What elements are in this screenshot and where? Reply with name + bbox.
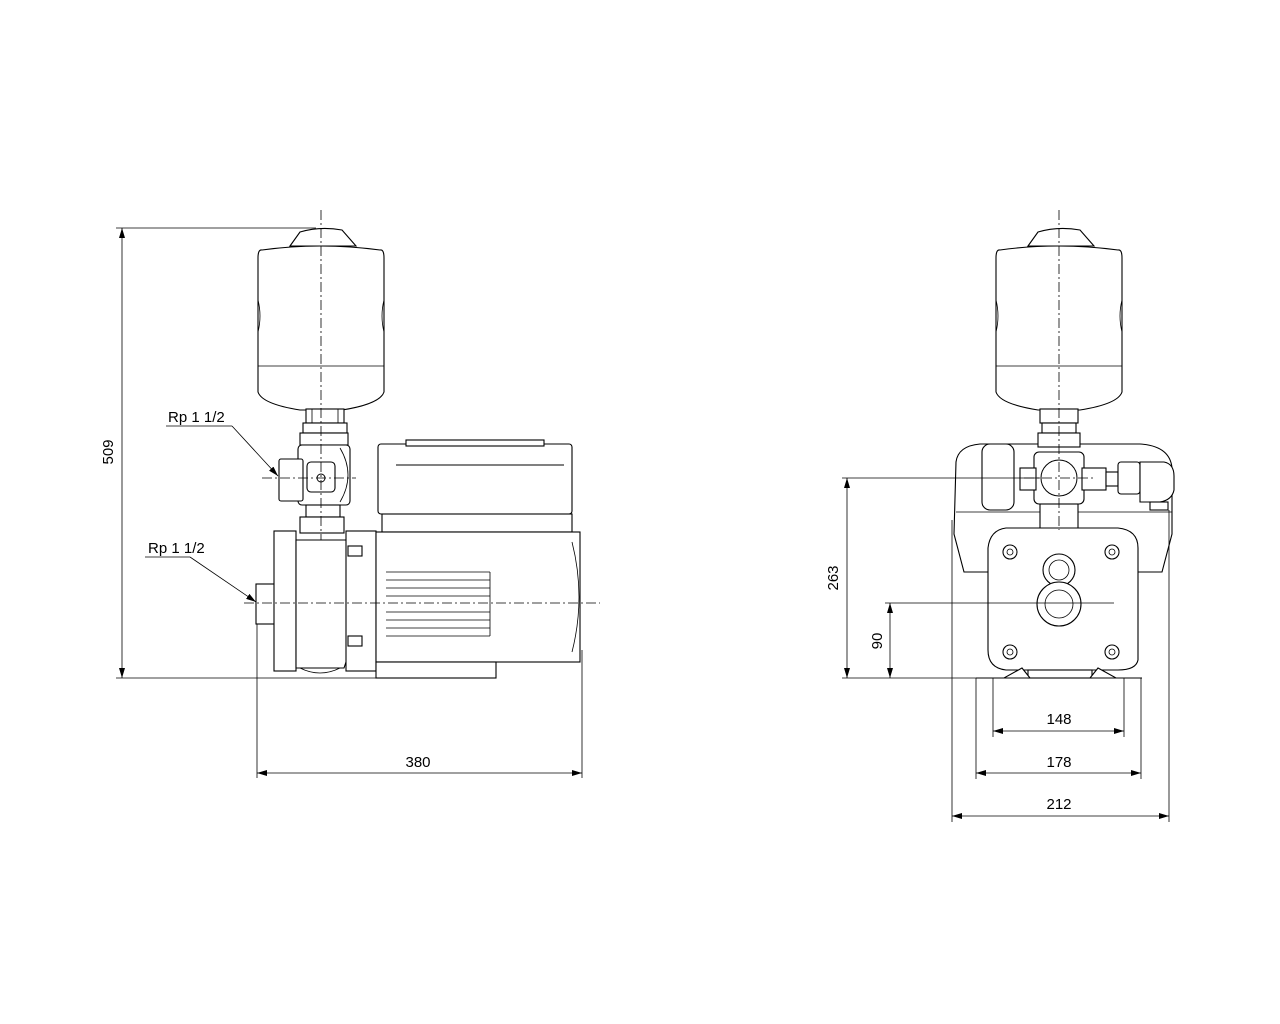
fitting-assembly-side — [278, 422, 351, 534]
dimension-total-length: 380 — [256, 624, 583, 778]
dimension-label-178: 178 — [1046, 754, 1071, 771]
dimension-label-212: 212 — [1046, 796, 1071, 813]
dimension-inlet-height: 90 — [869, 602, 1114, 678]
motor-side — [375, 439, 581, 679]
dimension-total-height: 509 — [100, 227, 376, 679]
dimension-label-380: 380 — [405, 754, 430, 771]
pump-housing-side — [255, 530, 377, 674]
callout-lower-thread: Rp 1 1/2 — [145, 540, 257, 603]
cooling-fins — [386, 571, 491, 637]
front-view: 263 90 148 178 212 — [825, 210, 1175, 822]
dimension-label-509: 509 — [100, 439, 117, 464]
pressure-tank-front — [995, 227, 1123, 424]
callout-upper-thread: Rp 1 1/2 — [166, 409, 279, 477]
upper-thread-label: Rp 1 1/2 — [168, 409, 225, 426]
lower-thread-label: Rp 1 1/2 — [148, 540, 205, 557]
base-frame-front — [976, 667, 1142, 679]
dimension-label-148: 148 — [1046, 711, 1071, 728]
dimension-foot-outer-width: 178 — [975, 678, 1142, 779]
dimension-foot-inner-width: 148 — [992, 678, 1125, 737]
pump-flange-front — [987, 527, 1139, 671]
dimension-connection-height: 263 — [825, 477, 1040, 679]
dimension-label-90: 90 — [869, 633, 886, 650]
dimension-overall-width: 212 — [951, 510, 1170, 822]
dimension-label-263: 263 — [825, 565, 842, 590]
side-view: 509 380 Rp 1 1/2 Rp 1 1/2 — [100, 210, 600, 778]
